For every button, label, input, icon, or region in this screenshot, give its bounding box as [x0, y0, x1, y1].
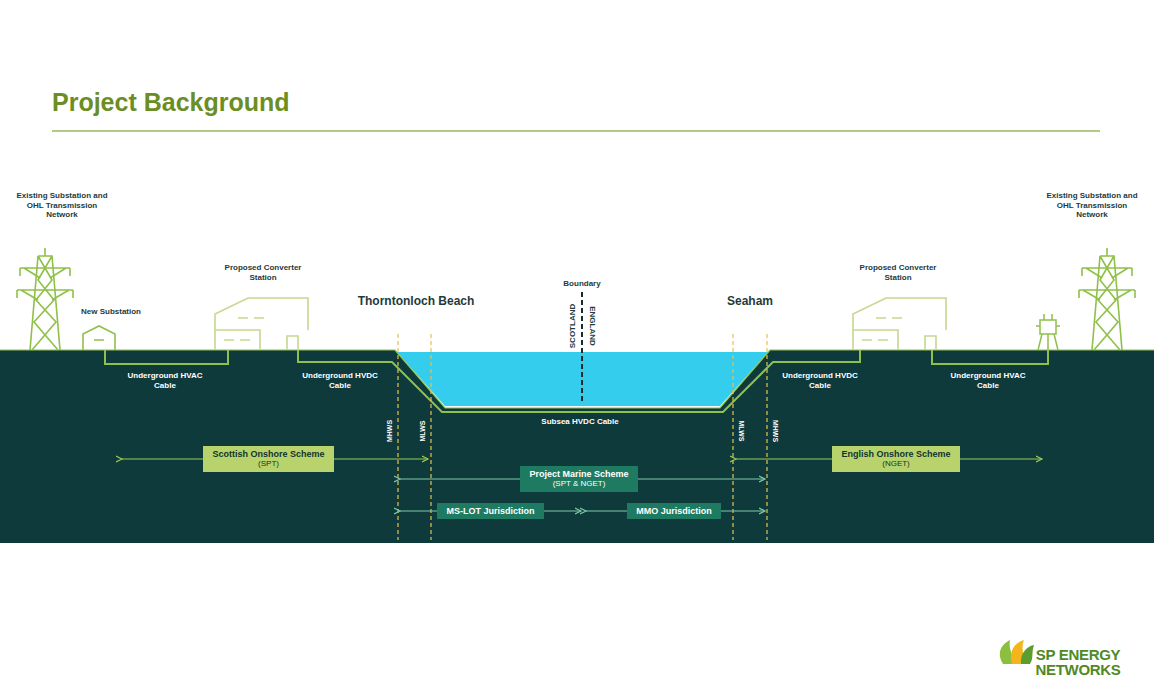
path-part — [1079, 268, 1135, 298]
line-part — [397, 334, 398, 540]
box-subtext: (NGET) — [841, 459, 951, 468]
title-rule — [52, 130, 1100, 132]
tide-label: MLWS — [419, 421, 427, 442]
site-label: Proposed Converter Station — [858, 263, 938, 282]
site-label: New Substation — [81, 307, 141, 317]
scheme-box: English Onshore Scheme(NGET) — [832, 446, 960, 472]
box-subtext: (SPT & NGET) — [529, 479, 629, 488]
site-label: Existing Substation and OHL Transmission… — [1042, 191, 1142, 220]
cable-label: Underground HVDC Cable — [300, 371, 380, 390]
hvac-cable — [105, 350, 228, 364]
line-part — [430, 334, 431, 540]
cable-label: Underground HVAC Cable — [125, 371, 205, 390]
scheme-box: Project Marine Scheme(SPT & NGET) — [520, 466, 638, 492]
hvac-cable — [932, 350, 1048, 364]
path-part — [925, 336, 936, 350]
cable-label: Underground HVDC Cable — [780, 371, 860, 390]
logo-text: SP ENERGY NETWORKS — [1035, 647, 1121, 677]
path-part — [17, 268, 73, 300]
box-heading: Project Marine Scheme — [529, 469, 629, 479]
boundary-label: Boundary — [563, 279, 600, 289]
jurisdiction-box: MMO Jurisdiction — [627, 503, 721, 519]
hvdc-cable — [298, 350, 860, 412]
tide-label: MHWS — [771, 420, 779, 442]
path-part — [1079, 268, 1135, 300]
scheme-box: Scottish Onshore Scheme(SPT) — [203, 446, 334, 472]
path-part — [1092, 248, 1122, 350]
ground — [0, 350, 1154, 543]
path-part — [215, 298, 308, 350]
tide-label: MHWS — [386, 420, 394, 442]
box-heading: Scottish Onshore Scheme — [212, 449, 325, 459]
substation-window — [94, 339, 104, 341]
box-heading: MMO Jurisdiction — [636, 506, 712, 516]
tide-label: MLWS — [737, 421, 745, 442]
country-label: ENGLAND — [587, 306, 597, 346]
box-heading: English Onshore Scheme — [841, 449, 951, 459]
ground-line — [0, 350, 1154, 408]
path-part — [862, 318, 902, 340]
site-label: Proposed Converter Station — [223, 263, 303, 282]
country-label: SCOTLAND — [568, 304, 578, 348]
path-part — [1021, 645, 1034, 664]
line-part — [732, 334, 733, 540]
path-part — [17, 268, 73, 298]
transformer — [1036, 314, 1060, 350]
path-part — [1000, 640, 1013, 664]
pylon — [1079, 248, 1135, 350]
converter-station — [215, 298, 308, 350]
page-title: Project Background — [52, 88, 290, 117]
path-part — [1036, 314, 1060, 350]
place-name: Thorntonloch Beach — [358, 294, 475, 308]
pylon — [17, 248, 73, 350]
site-label: Existing Substation and OHL Transmission… — [12, 191, 112, 220]
line-part — [766, 334, 767, 540]
path-part — [853, 298, 946, 350]
boundary-line — [581, 292, 583, 404]
rect-part — [1040, 320, 1056, 334]
path-part — [30, 248, 60, 350]
cable-label: Subsea HVDC Cable — [541, 417, 618, 427]
box-subtext: (SPT) — [212, 459, 325, 468]
cable-label: Underground HVAC Cable — [948, 371, 1028, 390]
jurisdiction-box: MS-LOT Jurisdiction — [437, 503, 544, 519]
converter-station — [853, 298, 946, 350]
place-name: Seaham — [727, 294, 773, 308]
box-heading: MS-LOT Jurisdiction — [446, 506, 535, 516]
path-part — [287, 336, 298, 350]
logo-mark — [1000, 640, 1034, 664]
substation-building — [83, 326, 115, 350]
path-part — [224, 318, 264, 340]
